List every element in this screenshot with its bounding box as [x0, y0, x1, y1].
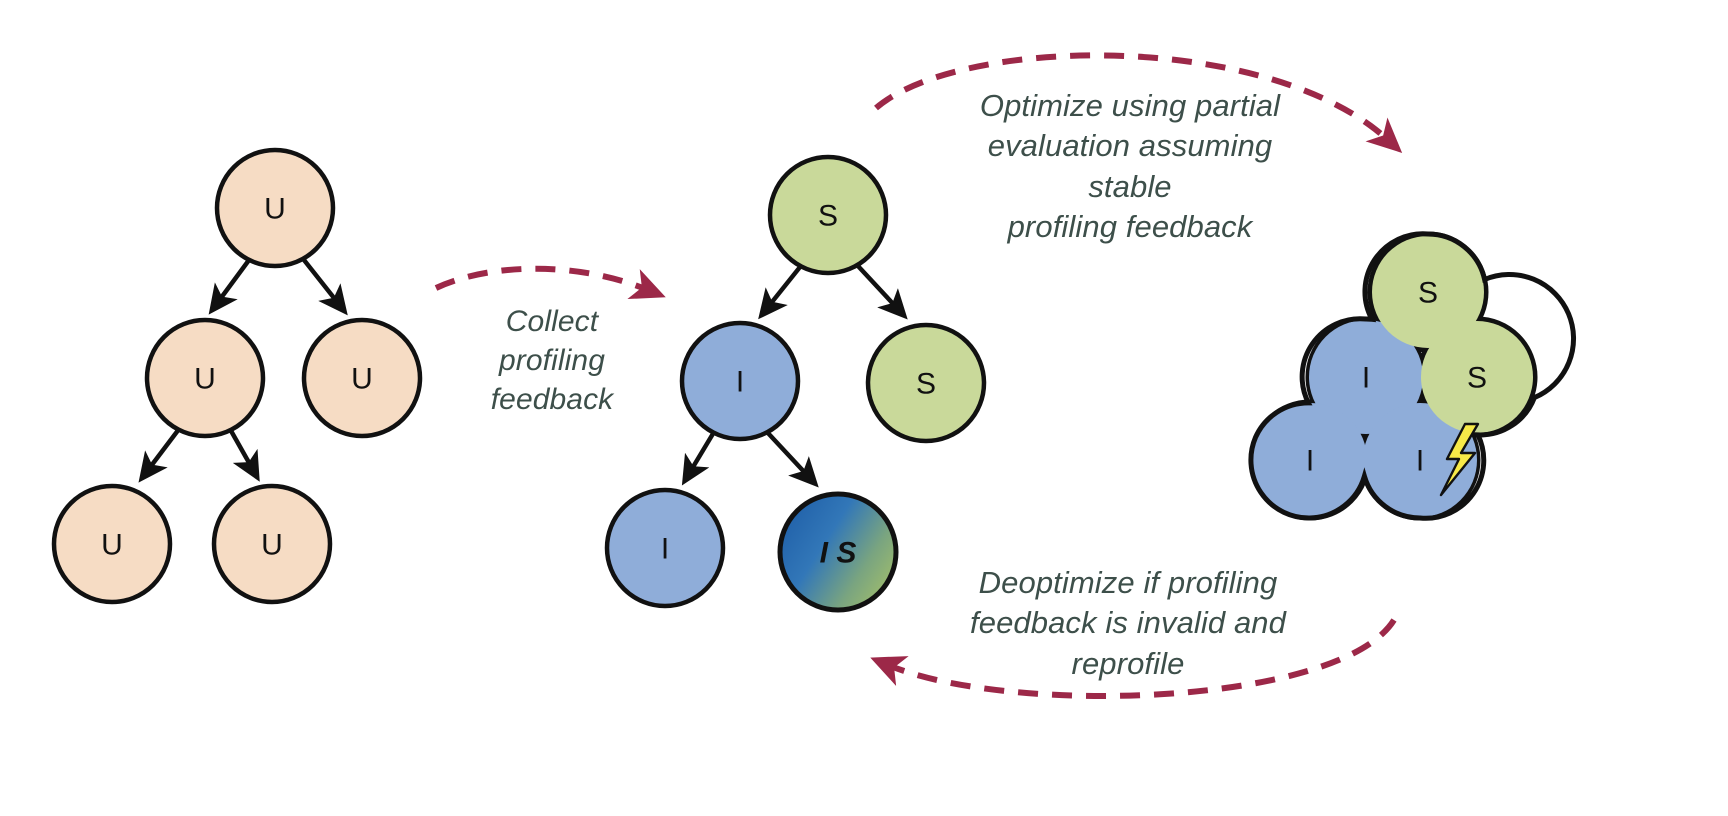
- cluster-label-s-top: S: [1418, 277, 1438, 310]
- edge-root-left: [208, 258, 251, 315]
- profiled-tree-edges: [681, 264, 908, 488]
- node-p-r1-label: S: [916, 368, 936, 401]
- node-u-r2-label: U: [261, 529, 283, 562]
- unprofiled-tree-edges: [138, 258, 348, 483]
- cluster-contour: [1248, 231, 1577, 521]
- node-p-l2-label: I: [661, 533, 669, 566]
- node-p-l1[interactable]: I: [679, 320, 801, 442]
- edge-l1-left: [138, 427, 181, 483]
- profiled-tree-group: S I S I I S: [604, 154, 987, 613]
- edge-root-right: [302, 258, 348, 316]
- node-u-l1-label: U: [194, 363, 216, 396]
- node-p-root[interactable]: S: [767, 154, 889, 276]
- node-p-r2-mixed[interactable]: I S: [777, 491, 899, 613]
- cluster-label-i-right: I: [1416, 445, 1424, 478]
- node-p-root-label: S: [818, 200, 838, 233]
- optimized-cluster-group[interactable]: S S I I I: [1248, 231, 1577, 521]
- node-u-l2[interactable]: U: [51, 483, 173, 605]
- node-p-r1[interactable]: S: [865, 322, 987, 444]
- collect-transition-label: Collect profiling feedback: [490, 305, 614, 416]
- node-u-l2-label: U: [101, 529, 123, 562]
- node-u-r1-label: U: [351, 363, 373, 396]
- node-p-l1-label: I: [736, 366, 744, 399]
- cluster-fill-pass: [1253, 236, 1533, 517]
- unprofiled-tree-group: U U U U U: [51, 147, 423, 605]
- node-u-root-label: U: [264, 193, 286, 226]
- edge-l1-right: [228, 427, 260, 482]
- cluster-label-i-mid: I: [1362, 362, 1370, 395]
- lightning-bolt-icon: [1439, 422, 1480, 497]
- optimize-transition-label: Optimize using partial evaluation assumi…: [979, 88, 1281, 244]
- edge-pl1-left: [681, 430, 716, 486]
- node-p-r2-label: I S: [820, 537, 857, 570]
- edge-proot-right: [856, 264, 908, 320]
- optimize-arrow: [874, 52, 1403, 153]
- node-u-r1[interactable]: U: [301, 317, 423, 439]
- cluster-label-s-right: S: [1467, 362, 1487, 395]
- node-u-l1[interactable]: U: [144, 317, 266, 439]
- edge-proot-left: [758, 265, 802, 320]
- edge-pl1-right: [765, 430, 819, 488]
- node-u-r2[interactable]: U: [211, 483, 333, 605]
- transition-arrows: [434, 52, 1403, 699]
- node-p-l2[interactable]: I: [604, 487, 726, 609]
- deoptimize-transition-label: Deoptimize if profiling feedback is inva…: [970, 565, 1286, 681]
- cluster-label-i-left: I: [1306, 445, 1314, 478]
- node-u-root[interactable]: U: [214, 147, 336, 269]
- deoptimize-arrow: [870, 618, 1397, 699]
- collect-arrow: [434, 265, 666, 300]
